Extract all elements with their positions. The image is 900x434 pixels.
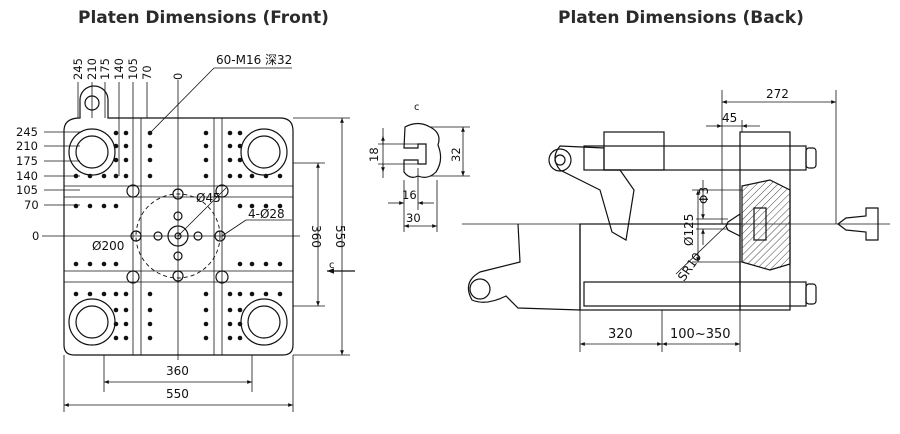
- threaded-hole-grid: [73, 130, 283, 341]
- left-dim-210: 210: [16, 139, 38, 153]
- section-dim-30: 30: [406, 211, 421, 225]
- center-hole: [167, 225, 189, 247]
- left-dim-0: 0: [32, 229, 39, 243]
- phi125-label: Ø125: [682, 214, 696, 246]
- section-dim-32: 32: [449, 147, 463, 162]
- top-dim-140: 140: [112, 58, 126, 80]
- platen-outline: [63, 85, 294, 356]
- top-dim-210: 210: [85, 58, 99, 80]
- dim-550-v: 550: [333, 225, 347, 248]
- dim-45: 45: [722, 111, 737, 125]
- moving-platen: [603, 131, 665, 171]
- t-slot-section: [403, 122, 442, 178]
- left-dim-175: 175: [16, 154, 38, 168]
- phi45-label: Ø45: [196, 191, 221, 205]
- dim-360-h: 360: [166, 364, 189, 378]
- locating-ring-circle: [135, 193, 221, 279]
- holes-28-label: 4-Ø28: [248, 207, 285, 221]
- top-dim-245: 245: [71, 58, 85, 80]
- ejector-hole-bottom: [172, 270, 184, 282]
- front-dimension-lines: [44, 67, 355, 412]
- phi3-label: Φ3: [697, 187, 711, 204]
- tie-bar-lower: [583, 281, 807, 307]
- left-dim-140: 140: [16, 169, 38, 183]
- phi200-label: Ø200: [92, 239, 124, 253]
- front-title: Platen Dimensions (Front): [78, 8, 329, 28]
- section-c-view: [378, 122, 470, 232]
- back-title: Platen Dimensions (Back): [558, 8, 804, 28]
- front-dim-labels: 245 210 175 140 105 70 0 245 210 175 140…: [16, 53, 347, 401]
- dim-272: 272: [766, 87, 789, 101]
- section-labels: c 18 32 16 30: [367, 102, 463, 225]
- section-dim-16: 16: [402, 188, 417, 202]
- dim-550-h: 550: [166, 387, 189, 401]
- section-mark-c: c: [329, 260, 335, 271]
- dim-360-v: 360: [309, 225, 323, 248]
- left-dim-105: 105: [16, 183, 38, 197]
- ejector-hole-right: [214, 230, 226, 242]
- nozzle: [837, 207, 879, 241]
- dim-range: 100~350: [670, 327, 731, 342]
- left-dim-245: 245: [16, 125, 38, 139]
- ejector-hole-left: [130, 230, 142, 242]
- thread-note: 60-M16 深32: [216, 53, 292, 67]
- section-dim-18: 18: [367, 147, 381, 162]
- dim-320: 320: [608, 327, 633, 342]
- section-c-label: c: [414, 102, 420, 113]
- tie-bar-upper: [583, 145, 807, 171]
- top-dim-105: 105: [126, 58, 140, 80]
- top-dim-0: 0: [171, 73, 185, 80]
- left-dim-70: 70: [24, 198, 39, 212]
- back-dimension-lines: [579, 90, 837, 352]
- sr10-label: SR10: [675, 250, 704, 284]
- ejector-hole-top: [172, 188, 184, 200]
- back-platen-view: [462, 131, 890, 311]
- top-dim-175: 175: [98, 58, 112, 80]
- top-dim-70: 70: [140, 65, 154, 80]
